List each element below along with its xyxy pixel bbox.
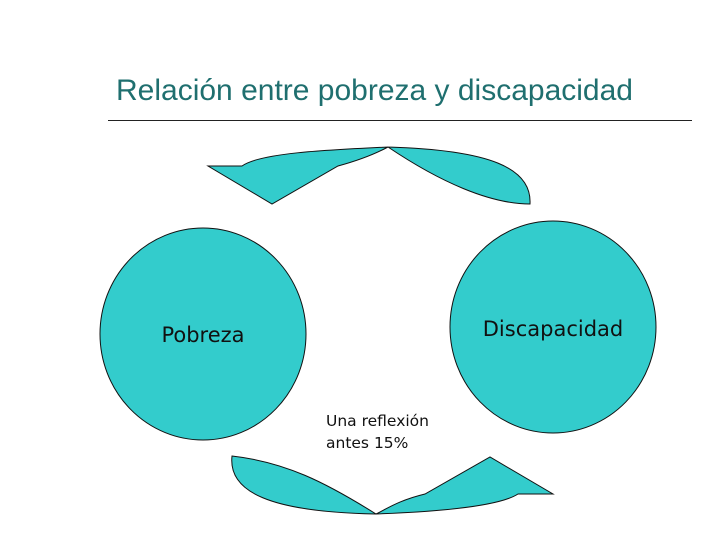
discapacidad-label: Discapacidad [483, 317, 623, 341]
pobreza-label: Pobreza [161, 323, 244, 347]
top-cycle-arrow [206, 146, 531, 205]
pobreza-circle [99, 227, 307, 441]
node-pobreza: Pobreza [99, 227, 307, 441]
note-line-1: Una reflexión [326, 412, 429, 430]
bottom-cycle-arrow [231, 455, 555, 515]
discapacidad-circle [449, 220, 657, 434]
slide-title: Relación entre pobreza y discapacidad [116, 74, 633, 107]
node-discapacidad: Discapacidad [449, 220, 657, 434]
title-divider [108, 120, 692, 121]
note-line-2: antes 15% [326, 434, 409, 452]
reflection-note: Una reflexión antes 15% [326, 410, 429, 454]
